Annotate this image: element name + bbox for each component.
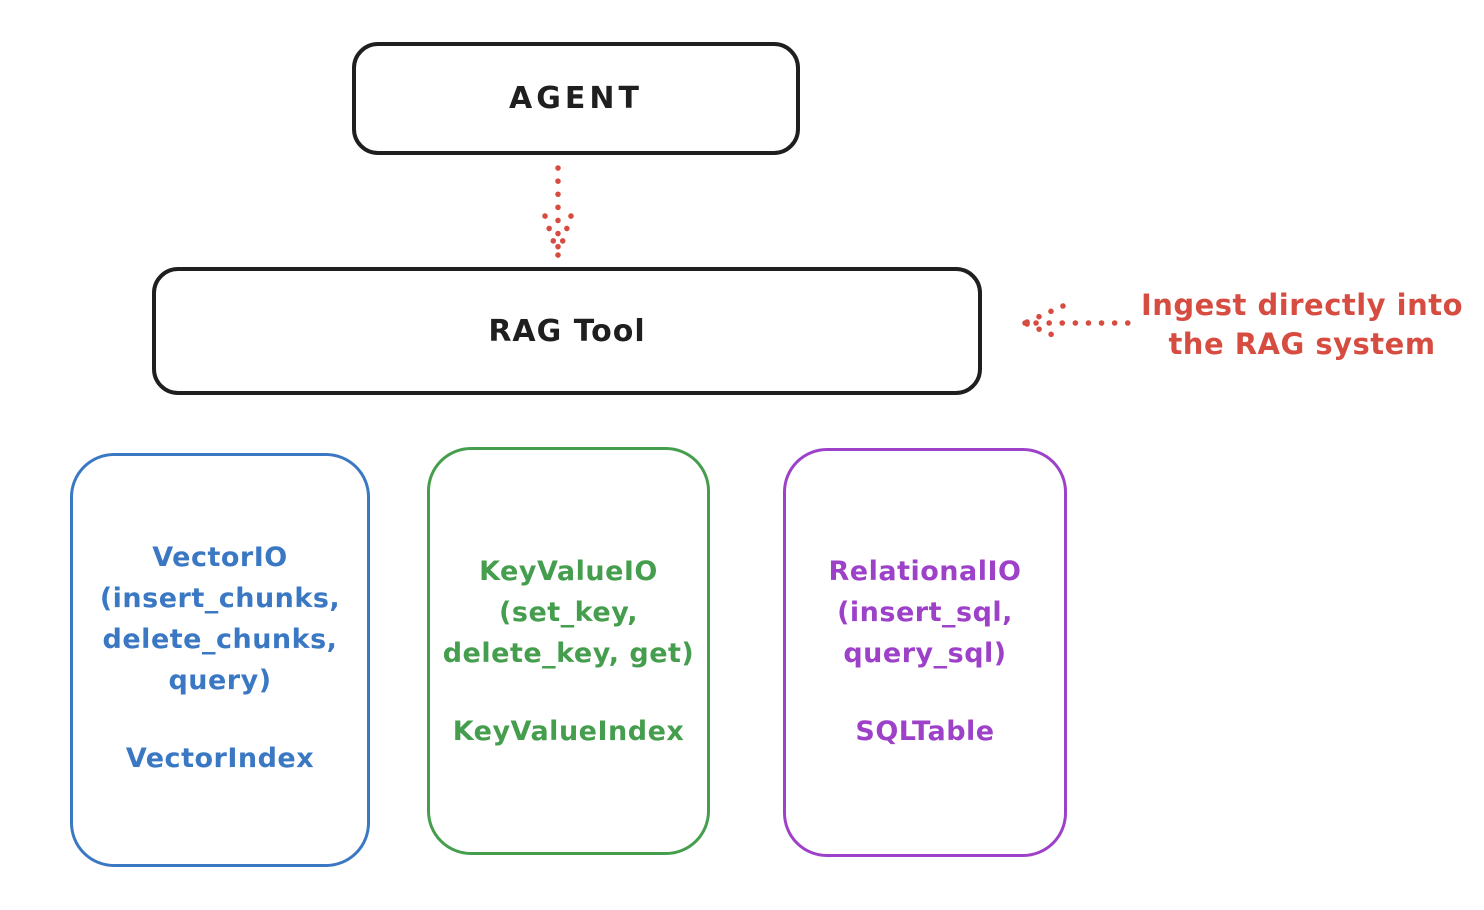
vector-io-node: VectorIO (insert_chunks, delete_chunks, … [70,453,370,867]
ingest-annotation-line: the RAG system [1168,327,1436,361]
keyvalue-io-node: KeyValueIO (set_key, delete_key, get) Ke… [427,447,710,855]
keyvalue-index-label: KeyValueIndex [452,716,685,747]
ingest-annotation: Ingest directly into the RAG system [1122,286,1482,364]
agent-node-label: AGENT [509,81,643,116]
relational-io-node: RelationalIO (insert_sql, query_sql) SQL… [783,448,1067,857]
keyvalue-io-line: (set_key, [499,597,638,628]
vector-index-label: VectorIndex [125,743,315,774]
keyvalue-io-text: KeyValueIO (set_key, delete_key, get) Ke… [430,450,707,752]
relational-io-line: query_sql) [843,638,1007,669]
rag-tool-node-label: RAG Tool [488,313,646,349]
vector-io-text: VectorIO (insert_chunks, delete_chunks, … [73,456,367,779]
agent-to-rag-arrow [542,165,574,258]
ingest-annotation-line: Ingest directly into [1140,288,1464,322]
keyvalue-io-line: KeyValueIO [479,556,658,587]
relational-io-line: (insert_sql, [837,597,1013,628]
sql-table-label: SQLTable [855,716,995,747]
relational-io-text: RelationalIO (insert_sql, query_sql) SQL… [786,451,1064,752]
relational-io-line: RelationalIO [828,556,1022,587]
vector-io-line: query) [168,665,272,696]
agent-node: AGENT [352,42,800,155]
rag-tool-node: RAG Tool [152,267,982,395]
keyvalue-io-line: delete_key, get) [442,638,695,669]
vector-io-line: (insert_chunks, [99,583,341,614]
ingest-annotation-arrow [1022,303,1135,342]
vector-io-line: delete_chunks, [102,624,338,655]
vector-io-line: VectorIO [152,542,288,573]
